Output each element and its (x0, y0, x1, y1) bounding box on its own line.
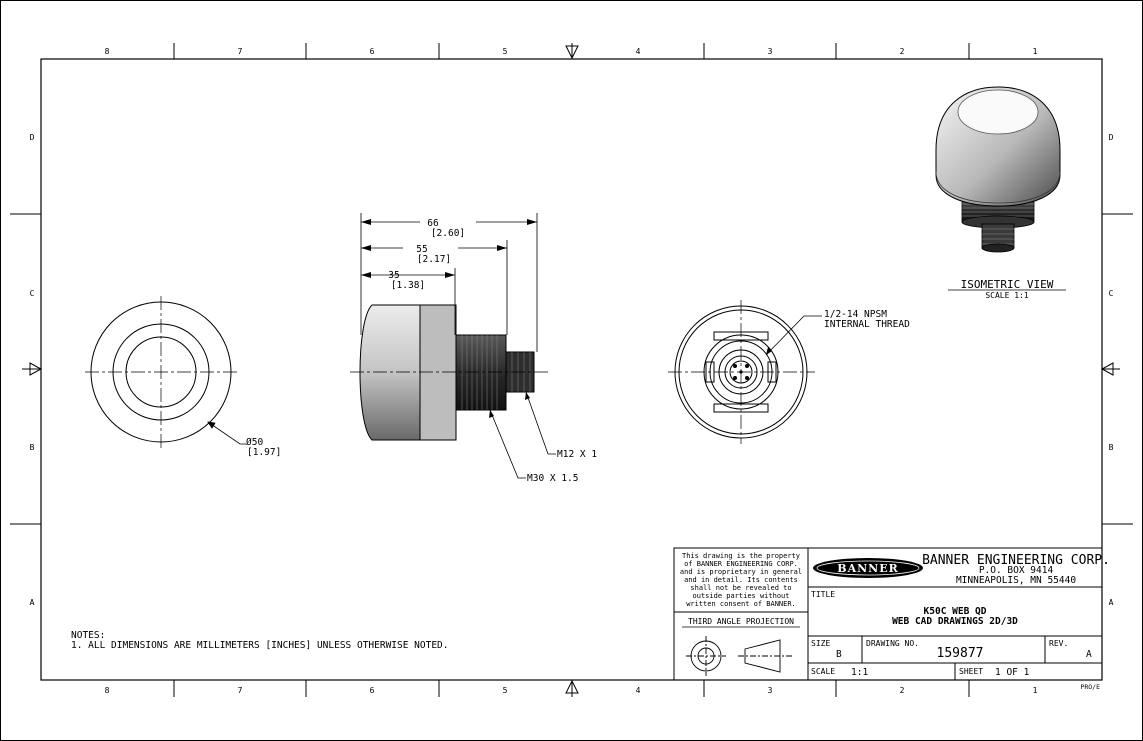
npsm-label: 1/2-14 NPSM (824, 309, 887, 320)
projection-label: THIRD ANGLE PROJECTION (688, 617, 794, 626)
col-label: 2 (900, 686, 905, 695)
projection-symbol (686, 636, 792, 676)
col-label: 5 (503, 47, 508, 56)
col-label: 8 (105, 47, 110, 56)
col-label: 1 (1033, 686, 1038, 695)
diameter-dim-in: [1.97] (247, 447, 281, 458)
col-label: 3 (768, 47, 773, 56)
scale-value: 1:1 (851, 667, 868, 678)
dim-short: 35 (388, 270, 399, 281)
side-dimensions (360, 213, 538, 352)
col-label: 5 (503, 686, 508, 695)
npsm-label-2: INTERNAL THREAD (824, 319, 910, 330)
svg-text:This drawing is the property: This drawing is the property (682, 552, 800, 560)
dim-mid-in: [2.17] (417, 254, 451, 265)
rear-view (668, 300, 815, 444)
dimension-arrowheads (361, 219, 537, 278)
drawing-title-2: WEB CAD DRAWINGS 2D/3D (892, 616, 1018, 627)
notes-heading: NOTES: (71, 630, 105, 641)
title-block-frame (673, 547, 1103, 681)
col-label: 4 (636, 686, 641, 695)
svg-text:outside parties without: outside parties without (693, 592, 790, 600)
npsm-leader (765, 315, 822, 356)
dim-short-in: [1.38] (391, 280, 425, 291)
row-label: A (30, 598, 35, 607)
iso-view-scale: SCALE 1:1 (985, 291, 1029, 300)
sheet-value: 1 OF 1 (995, 667, 1030, 678)
leader-arrowheads (489, 392, 530, 418)
isometric-view (935, 86, 1061, 253)
svg-text:and is proprietary in general: and is proprietary in general (680, 568, 802, 576)
size-value: B (836, 649, 842, 660)
side-view (350, 304, 548, 441)
dim-overall: 66 (427, 218, 439, 229)
software-tag: PRO/E (1080, 683, 1100, 691)
front-view-circles (85, 296, 237, 448)
svg-text:shall not be revealed to: shall not be revealed to (690, 584, 791, 592)
svg-text:written consent of BANNER.: written consent of BANNER. (686, 600, 796, 608)
col-label: 6 (370, 686, 375, 695)
row-labels: D C B A D C B A (30, 133, 1114, 607)
company-address-2: MINNEAPOLIS, MN 55440 (956, 575, 1076, 586)
row-label: C (1109, 289, 1114, 298)
row-label: A (1109, 598, 1114, 607)
row-label: C (30, 289, 35, 298)
zone-ticks (10, 43, 1133, 697)
sheet-label: SHEET (959, 667, 983, 676)
iso-view-label: ISOMETRIC VIEW (961, 278, 1054, 291)
dim-overall-in: [2.60] (431, 228, 465, 239)
col-label: 7 (238, 686, 243, 695)
thread-m12: M12 X 1 (557, 449, 597, 460)
size-label: SIZE (811, 639, 830, 648)
rev-label: REV. (1049, 639, 1068, 648)
drawing-title-1: K50C WEB QD (924, 606, 987, 617)
connector-pins (733, 364, 749, 380)
drawing-number: 159877 (937, 646, 984, 661)
svg-text:BANNER: BANNER (837, 562, 898, 575)
col-label: 3 (768, 686, 773, 695)
col-label: 2 (900, 47, 905, 56)
col-label: 6 (370, 47, 375, 56)
scale-label: SCALE (811, 667, 835, 676)
column-labels-top: 8 7 6 5 4 3 2 1 (105, 47, 1038, 56)
title-label: TITLE (811, 590, 835, 599)
thread-m30: M30 X 1.5 (527, 473, 578, 484)
col-label: 4 (636, 47, 641, 56)
proprietary-notice: This drawing is the property of BANNER E… (680, 552, 802, 608)
row-label: B (30, 443, 35, 452)
banner-logo: BANNER (813, 558, 923, 578)
col-label: 1 (1033, 47, 1038, 56)
row-label: B (1109, 443, 1114, 452)
rev-value: A (1086, 649, 1092, 660)
column-labels-bottom: 8 7 6 5 4 3 2 1 (105, 686, 1038, 695)
col-label: 7 (238, 47, 243, 56)
npsm-arrowhead (766, 347, 772, 355)
company-address-1: P.O. BOX 9414 (979, 565, 1054, 576)
col-label: 8 (105, 686, 110, 695)
svg-text:and in detail. Its contents: and in detail. Its contents (684, 576, 798, 584)
row-label: D (1109, 133, 1114, 142)
drawing-no-label: DRAWING NO. (866, 639, 919, 648)
diameter-leader (207, 421, 246, 445)
row-label: D (30, 133, 35, 142)
thread-leaders (489, 391, 556, 479)
svg-text:of BANNER ENGINEERING CORP.: of BANNER ENGINEERING CORP. (684, 560, 798, 568)
dim-mid: 55 (416, 244, 427, 255)
diameter-dim: Ø50 (246, 437, 263, 448)
company-name: BANNER ENGINEERING CORP. (922, 553, 1110, 568)
notes-line-1: 1. ALL DIMENSIONS ARE MILLIMETERS [INCHE… (71, 640, 449, 651)
